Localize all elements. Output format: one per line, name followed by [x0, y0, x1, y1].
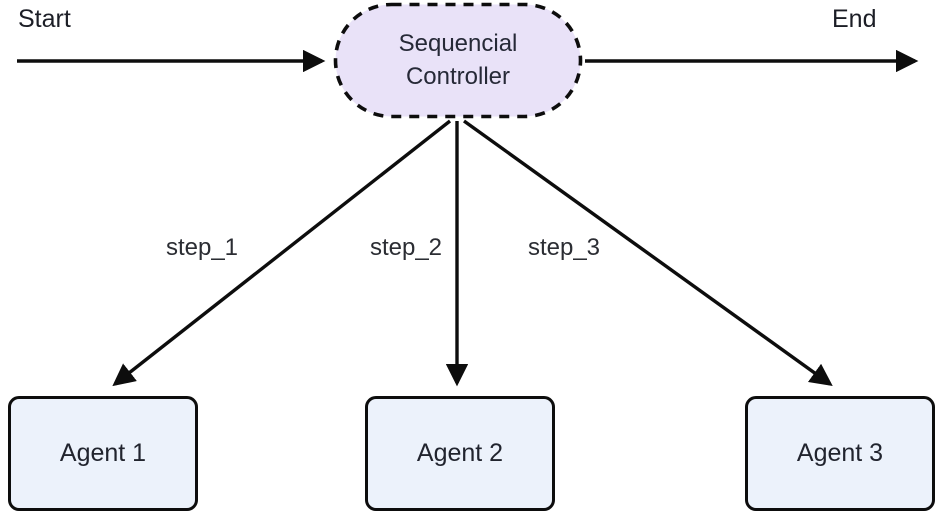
agent-1-label: Agent 1 [59, 439, 147, 467]
start-label: Start [18, 5, 71, 33]
controller-node-shape [333, 2, 583, 119]
edge-controller-to-agent3 [463, 119, 833, 386]
end-label: End [832, 5, 877, 33]
controller-label-line1: Sequencial [398, 30, 518, 57]
edge-label-step-2: step_2 [369, 234, 443, 261]
agent-2-node: Agent 2 [365, 396, 555, 511]
edge-label-step-3: step_3 [527, 234, 601, 261]
agent-1-node: Agent 1 [8, 396, 198, 511]
agent-3-label: Agent 3 [796, 439, 884, 467]
controller-label-line2: Controller [405, 63, 511, 90]
edge-controller-to-agent1 [112, 119, 452, 387]
edge-label-step-1: step_1 [165, 234, 239, 261]
agent-3-node: Agent 3 [745, 396, 935, 511]
agent-2-label: Agent 2 [416, 439, 504, 467]
controller-node: Sequencial Controller [334, 3, 582, 117]
